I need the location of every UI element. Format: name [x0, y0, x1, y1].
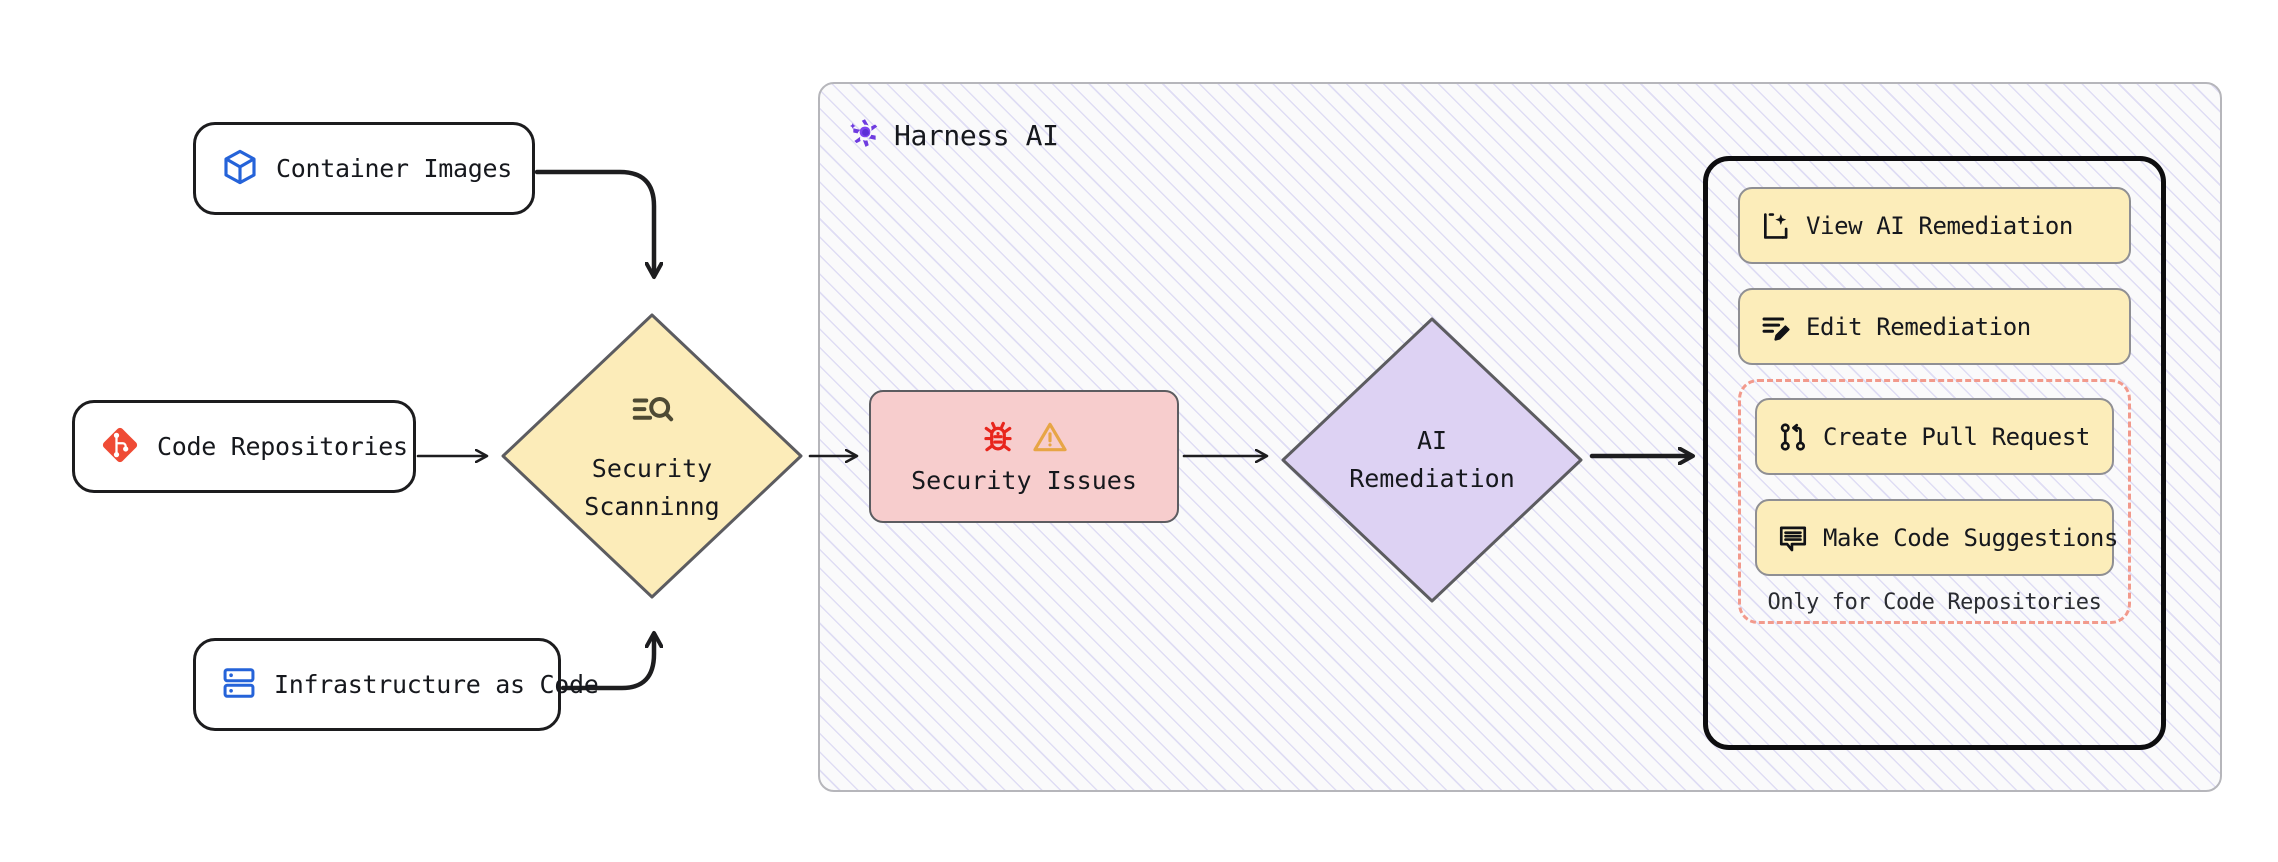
harness-pinwheel-logo-icon [848, 116, 882, 154]
node-label: Container Images [276, 154, 513, 183]
scan-magnifier-icon [629, 389, 675, 435]
git-repository-icon [99, 424, 141, 470]
code-repositories-only-caption: Only for Code Repositories [1767, 590, 2102, 615]
harness-ai-title: Harness AI [894, 118, 1059, 152]
bug-icon [979, 418, 1017, 456]
action-create-pull-request[interactable]: Create Pull Request [1755, 398, 2114, 475]
node-security-scanning[interactable]: Security Scanninng [498, 310, 806, 602]
action-label: Create Pull Request [1823, 422, 2090, 451]
node-label-line-1: AI [1416, 426, 1448, 455]
node-label: Infrastructure as Code [274, 670, 599, 699]
node-label-line-2: Remediation [1349, 464, 1515, 493]
edit-lines-pencil-icon [1760, 311, 1792, 343]
action-view-ai-remediation[interactable]: View AI Remediation [1738, 187, 2131, 264]
warning-triangle-icon [1031, 418, 1069, 456]
action-label: Make Code Suggestions [1823, 523, 2119, 552]
node-label-line-2: Scanninng [584, 492, 720, 521]
edge-container-images-to-scanning [534, 169, 654, 276]
node-security-issues[interactable]: Security Issues [869, 390, 1179, 523]
action-make-code-suggestions[interactable]: Make Code Suggestions [1755, 499, 2118, 576]
action-edit-remediation[interactable]: Edit Remediation [1738, 288, 2131, 365]
diamond-shape [501, 313, 803, 599]
harness-ai-title-row: Harness AI [848, 116, 1059, 154]
server-stack-icon [220, 664, 258, 706]
ai-actions-panel: View AI Remediation Edit Remediation [1703, 156, 2166, 750]
git-pull-request-icon [1777, 421, 1809, 453]
node-infrastructure-as-code[interactable]: Infrastructure as Code [193, 638, 599, 731]
node-label: Security Issues [911, 466, 1137, 495]
action-label: View AI Remediation [1806, 211, 2073, 240]
node-container-images[interactable]: Container Images [193, 122, 535, 215]
node-code-repositories[interactable]: Code Repositories [72, 400, 416, 493]
ai-actions-list: View AI Remediation Edit Remediation [1708, 161, 2161, 745]
security-issue-icon-row [979, 418, 1069, 456]
node-label-line-1: Security [591, 454, 713, 483]
ai-sparkle-frame-icon [1760, 210, 1792, 242]
code-repositories-only-group: Create Pull Request Make Code Suggestion… [1738, 379, 2131, 624]
diamond-shape [1281, 317, 1583, 603]
diamond-content: AI Remediation [1278, 314, 1586, 606]
container-cube-icon [220, 147, 260, 191]
diamond-content: Security Scanninng [498, 310, 806, 602]
comment-lines-icon [1777, 522, 1809, 554]
node-ai-remediation[interactable]: AI Remediation [1278, 314, 1586, 606]
node-label: Code Repositories [157, 432, 408, 461]
action-label: Edit Remediation [1806, 312, 2031, 341]
